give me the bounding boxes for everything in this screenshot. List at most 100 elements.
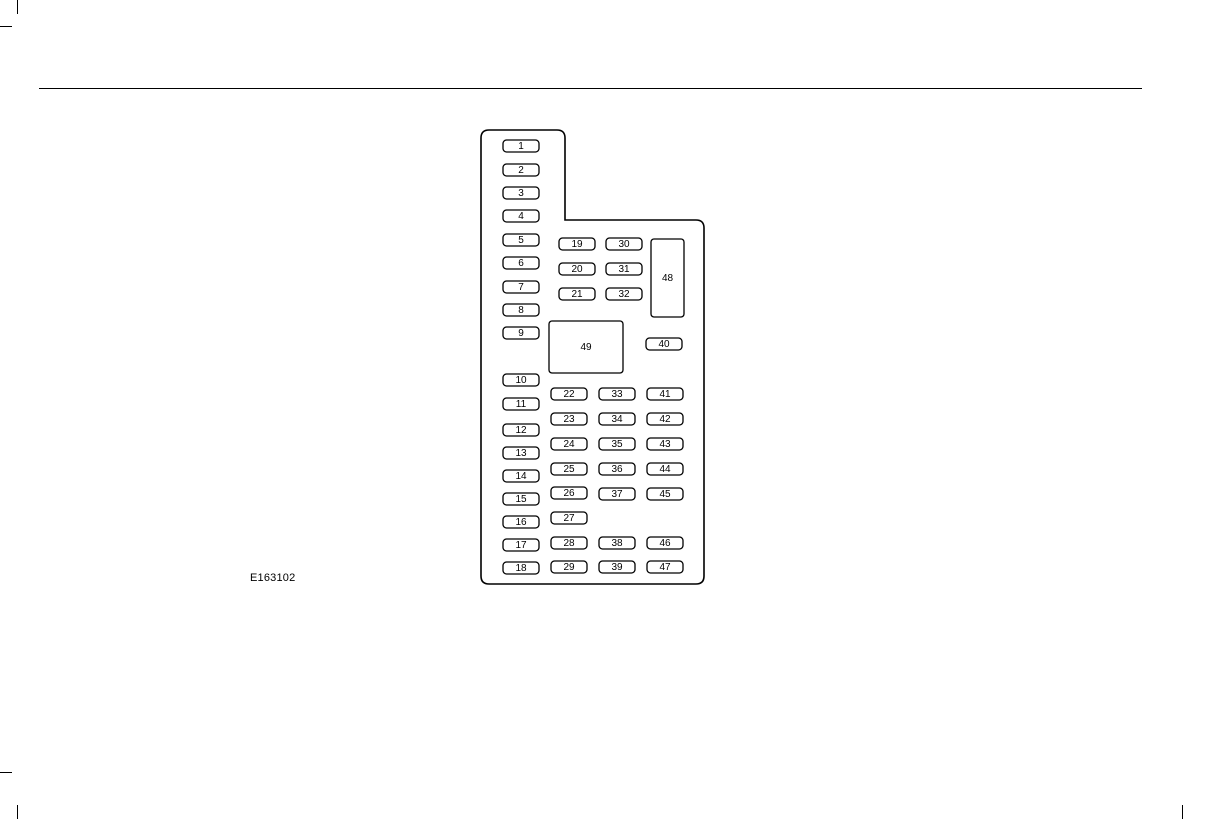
fuse-37: 37 xyxy=(599,488,635,500)
fuse-label-23: 23 xyxy=(563,414,575,425)
fuse-38: 38 xyxy=(599,537,635,549)
fuse-47: 47 xyxy=(647,561,683,573)
fuse-2: 2 xyxy=(503,164,539,176)
fuse-1: 1 xyxy=(503,140,539,152)
fuse-21: 21 xyxy=(559,288,595,300)
fuse-label-46: 46 xyxy=(659,538,671,549)
relay-label-48: 48 xyxy=(662,273,674,284)
fuse-35: 35 xyxy=(599,438,635,450)
fuse-31: 31 xyxy=(606,263,642,275)
fuse-label-38: 38 xyxy=(611,538,623,549)
fuse-label-47: 47 xyxy=(659,562,671,573)
fuse-label-39: 39 xyxy=(611,562,623,573)
fuse-16: 16 xyxy=(503,516,539,528)
fuse-8: 8 xyxy=(503,304,539,316)
fuse-4: 4 xyxy=(503,210,539,222)
fuse-label-1: 1 xyxy=(518,141,524,152)
fuse-label-34: 34 xyxy=(611,414,623,425)
fuse-7: 7 xyxy=(503,281,539,293)
fuse-27: 27 xyxy=(551,512,587,524)
fuse-label-20: 20 xyxy=(571,264,583,275)
fuse-label-29: 29 xyxy=(563,562,575,573)
fuse-label-10: 10 xyxy=(515,375,527,386)
fuse-label-30: 30 xyxy=(618,239,630,250)
fuse-label-22: 22 xyxy=(563,389,575,400)
fuse-44: 44 xyxy=(647,463,683,475)
fuse-22: 22 xyxy=(551,388,587,400)
fuse-label-11: 11 xyxy=(516,399,527,410)
fuse-label-4: 4 xyxy=(518,211,524,222)
fuse-label-15: 15 xyxy=(515,494,527,505)
fuse-32: 32 xyxy=(606,288,642,300)
figure-id-label: E163102 xyxy=(250,572,295,584)
fuse-5: 5 xyxy=(503,234,539,246)
fuse-36: 36 xyxy=(599,463,635,475)
fuse-label-32: 32 xyxy=(618,289,630,300)
fuse-28: 28 xyxy=(551,537,587,549)
fuse-46: 46 xyxy=(647,537,683,549)
fuse-14: 14 xyxy=(503,470,539,482)
fuse-18: 18 xyxy=(503,562,539,574)
fuse-33: 33 xyxy=(599,388,635,400)
fuse-label-14: 14 xyxy=(515,471,527,482)
fuse-39: 39 xyxy=(599,561,635,573)
fuse-29: 29 xyxy=(551,561,587,573)
fuse-3: 3 xyxy=(503,187,539,199)
fuse-42: 42 xyxy=(647,413,683,425)
fuse-label-36: 36 xyxy=(611,464,623,475)
fuse-label-5: 5 xyxy=(518,235,524,246)
fuse-25: 25 xyxy=(551,463,587,475)
fuse-label-8: 8 xyxy=(518,305,524,316)
fuse-label-25: 25 xyxy=(563,464,575,475)
fuse-17: 17 xyxy=(503,539,539,551)
relay-48: 48 xyxy=(651,239,684,317)
fuse-20: 20 xyxy=(559,263,595,275)
fuse-9: 9 xyxy=(503,327,539,339)
fuse-label-40: 40 xyxy=(658,339,670,350)
fuse-6: 6 xyxy=(503,257,539,269)
fuse-label-27: 27 xyxy=(563,513,575,524)
fuse-19: 19 xyxy=(559,238,595,250)
relay-49: 49 xyxy=(549,321,623,373)
fuse-15: 15 xyxy=(503,493,539,505)
fuse-label-6: 6 xyxy=(518,258,524,269)
fuse-label-12: 12 xyxy=(515,425,527,436)
fuse-label-19: 19 xyxy=(571,239,583,250)
fuse-label-44: 44 xyxy=(659,464,671,475)
fuse-label-37: 37 xyxy=(611,489,623,500)
fuse-40: 40 xyxy=(646,338,682,350)
fuse-34: 34 xyxy=(599,413,635,425)
fuse-30: 30 xyxy=(606,238,642,250)
fuse-label-43: 43 xyxy=(659,439,671,450)
fuse-label-45: 45 xyxy=(659,489,671,500)
fuse-label-31: 31 xyxy=(618,264,630,275)
fuse-12: 12 xyxy=(503,424,539,436)
fuse-23: 23 xyxy=(551,413,587,425)
fuse-label-3: 3 xyxy=(518,188,524,199)
fuse-43: 43 xyxy=(647,438,683,450)
fuse-label-41: 41 xyxy=(659,389,671,400)
fuse-13: 13 xyxy=(503,447,539,459)
fuse-label-18: 18 xyxy=(515,563,527,574)
relay-label-49: 49 xyxy=(580,342,592,353)
fuse-label-2: 2 xyxy=(518,165,524,176)
fuse-11: 11 xyxy=(503,398,539,410)
fuse-10: 10 xyxy=(503,374,539,386)
fuse-label-16: 16 xyxy=(515,517,527,528)
fuse-45: 45 xyxy=(647,488,683,500)
fuse-label-35: 35 xyxy=(611,439,623,450)
fuse-label-7: 7 xyxy=(518,282,524,293)
fuse-label-24: 24 xyxy=(563,439,575,450)
fuse-label-33: 33 xyxy=(611,389,623,400)
fuse-26: 26 xyxy=(551,487,587,499)
fuse-41: 41 xyxy=(647,388,683,400)
fuse-label-26: 26 xyxy=(563,488,575,499)
fuse-label-13: 13 xyxy=(515,448,527,459)
fuse-24: 24 xyxy=(551,438,587,450)
fuse-label-21: 21 xyxy=(571,289,583,300)
fuse-label-42: 42 xyxy=(659,414,671,425)
fuse-label-28: 28 xyxy=(563,538,575,549)
fuse-label-9: 9 xyxy=(518,328,524,339)
fuse-label-17: 17 xyxy=(515,540,527,551)
